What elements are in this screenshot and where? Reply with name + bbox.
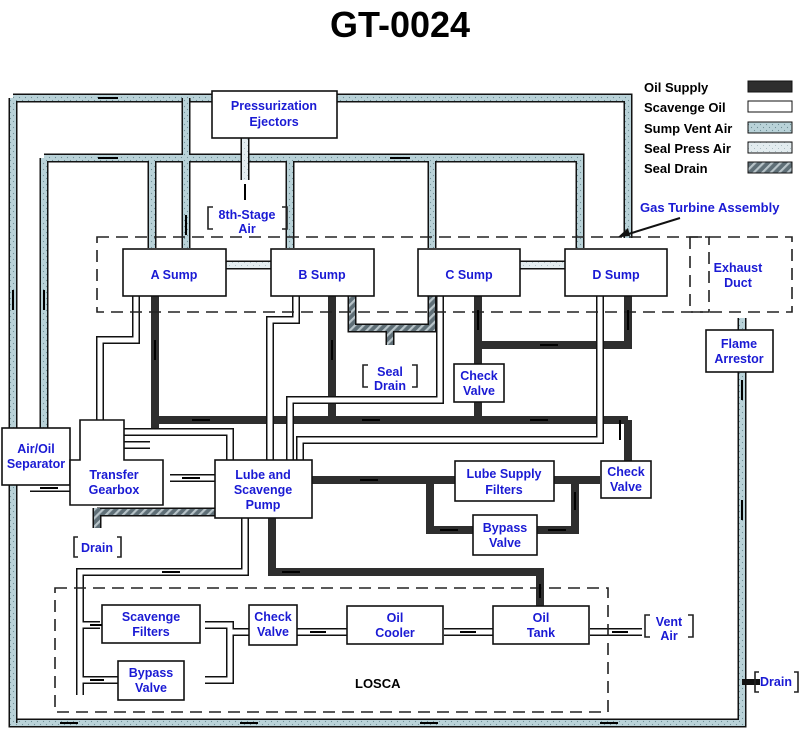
svg-text:Drain: Drain xyxy=(81,541,113,555)
svg-text:Seal: Seal xyxy=(377,365,403,379)
component-pressurization-ejectors[interactable]: Pressurization Ejectors xyxy=(211,90,338,139)
svg-text:Check: Check xyxy=(254,610,292,624)
legend-swatch-seal-press-air xyxy=(747,141,793,154)
exhaust-duct-boundary xyxy=(689,236,793,313)
svg-text:Filters: Filters xyxy=(485,483,523,497)
svg-text:B Sump: B Sump xyxy=(298,268,346,282)
svg-text:Flame: Flame xyxy=(721,337,757,351)
svg-text:A Sump: A Sump xyxy=(151,268,198,282)
legend: Oil Supply Scavenge Oil Sump Vent Air Se… xyxy=(644,80,793,176)
component-a-sump[interactable]: A Sump xyxy=(122,248,227,297)
svg-text:Air/Oil: Air/Oil xyxy=(17,442,55,456)
legend-swatch-scavenge-oil xyxy=(747,100,793,113)
component-flame-arrestor[interactable]: Flame Arrestor xyxy=(705,329,774,373)
gas-turbine-assembly-pointer xyxy=(621,217,681,237)
svg-text:Check: Check xyxy=(607,465,645,479)
svg-text:D Sump: D Sump xyxy=(592,268,640,282)
svg-text:Air: Air xyxy=(660,629,678,643)
svg-text:C Sump: C Sump xyxy=(445,268,493,282)
svg-text:Check: Check xyxy=(460,369,498,383)
svg-text:Tank: Tank xyxy=(527,626,555,640)
component-check-valve-right[interactable]: Check Valve xyxy=(600,460,652,499)
svg-text:Drain: Drain xyxy=(374,379,406,393)
component-check-valve-upper[interactable]: Check Valve xyxy=(453,363,505,403)
svg-text:Gearbox: Gearbox xyxy=(89,483,140,497)
gas-turbine-assembly-label: Gas Turbine Assembly xyxy=(640,200,780,215)
component-vent-air: Vent Air xyxy=(644,614,694,643)
svg-text:8th-Stage: 8th-Stage xyxy=(219,208,276,222)
legend-label-sump-vent-air: Sump Vent Air xyxy=(644,121,732,136)
component-d-sump[interactable]: D Sump xyxy=(564,248,668,297)
component-exhaust-duct[interactable]: Exhaust Duct xyxy=(714,261,763,290)
svg-text:Cooler: Cooler xyxy=(375,626,415,640)
component-b-sump[interactable]: B Sump xyxy=(270,248,375,297)
svg-text:Ejectors: Ejectors xyxy=(249,115,298,129)
svg-text:Bypass: Bypass xyxy=(129,666,174,680)
component-air-oil-separator[interactable]: Air/Oil Separator xyxy=(1,427,71,486)
component-transfer-gearbox[interactable]: Transfer Gearbox xyxy=(69,419,164,506)
arrow-icon xyxy=(12,97,743,724)
svg-text:Scavenge: Scavenge xyxy=(234,483,292,497)
component-lube-scavenge-pump[interactable]: Lube and Scavenge Pump xyxy=(214,459,313,519)
legend-swatch-oil-supply xyxy=(747,80,793,93)
component-8th-stage-air: 8th-Stage Air xyxy=(207,206,288,236)
svg-text:Valve: Valve xyxy=(257,625,289,639)
svg-text:Filters: Filters xyxy=(132,625,170,639)
component-bypass-valve-lower[interactable]: Bypass Valve xyxy=(117,660,185,701)
svg-text:Drain: Drain xyxy=(760,675,792,689)
diagram-title: GT-0024 xyxy=(329,4,471,45)
svg-text:Lube and: Lube and xyxy=(235,468,291,482)
legend-swatch-seal-drain xyxy=(747,161,793,174)
svg-text:Oil: Oil xyxy=(533,611,550,625)
svg-text:Arrestor: Arrestor xyxy=(714,352,763,366)
losca-label: LOSCA xyxy=(355,676,401,691)
legend-label-seal-drain: Seal Drain xyxy=(644,161,708,176)
svg-text:Vent: Vent xyxy=(656,615,683,629)
svg-text:Bypass: Bypass xyxy=(483,521,528,535)
component-lube-supply-filters[interactable]: Lube Supply Filters xyxy=(454,460,555,502)
arrow-icon xyxy=(618,228,630,237)
legend-swatch-sump-vent-air xyxy=(747,121,793,134)
component-drain-right: Drain xyxy=(754,671,799,693)
component-bypass-valve-upper[interactable]: Bypass Valve xyxy=(472,514,538,556)
svg-text:Exhaust: Exhaust xyxy=(714,261,763,275)
svg-text:Oil: Oil xyxy=(387,611,404,625)
legend-label-seal-press-air: Seal Press Air xyxy=(644,141,731,156)
seal-drain-lines xyxy=(92,296,437,528)
svg-text:Pressurization: Pressurization xyxy=(231,99,317,113)
losca-boundary xyxy=(54,587,609,713)
component-oil-tank[interactable]: Oil Tank xyxy=(492,605,590,645)
svg-text:Lube Supply: Lube Supply xyxy=(467,467,542,481)
svg-text:Duct: Duct xyxy=(724,276,753,290)
svg-text:Transfer: Transfer xyxy=(89,468,138,482)
component-c-sump[interactable]: C Sump xyxy=(417,248,521,297)
svg-text:Scavenge: Scavenge xyxy=(122,610,180,624)
svg-text:Valve: Valve xyxy=(463,384,495,398)
flow-arrows xyxy=(12,97,743,724)
component-drain-left: Drain xyxy=(73,536,122,558)
component-oil-cooler[interactable]: Oil Cooler xyxy=(346,605,444,645)
svg-text:Air: Air xyxy=(238,222,256,236)
component-check-valve-lower[interactable]: Check Valve xyxy=(248,604,298,646)
svg-text:Valve: Valve xyxy=(135,681,167,695)
svg-text:Valve: Valve xyxy=(610,480,642,494)
svg-text:Separator: Separator xyxy=(7,457,65,471)
component-scavenge-filters[interactable]: Scavenge Filters xyxy=(101,604,201,644)
svg-text:Valve: Valve xyxy=(489,536,521,550)
gas-turbine-assembly-boundary xyxy=(96,236,710,313)
legend-label-oil-supply: Oil Supply xyxy=(644,80,709,95)
svg-text:Pump: Pump xyxy=(246,498,281,512)
component-seal-drain: Seal Drain xyxy=(362,364,418,393)
legend-label-scavenge-oil: Scavenge Oil xyxy=(644,100,726,115)
